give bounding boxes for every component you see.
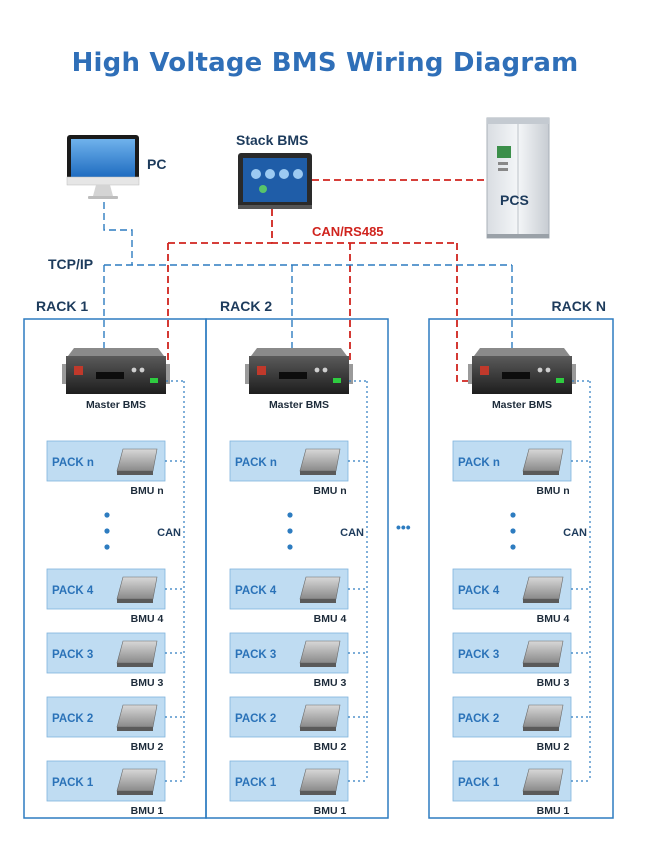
pack-label: PACK n bbox=[458, 457, 500, 469]
rack-1: RACK 1 Master BMS CAN PACK n BMU n PACK 4 BMU … bbox=[23, 298, 207, 819]
pack-module: PACK 2 BMU 2 bbox=[229, 696, 367, 753]
stack-bms-touchscreen-icon bbox=[238, 153, 312, 209]
rack-label: RACK 2 bbox=[220, 298, 272, 314]
bmu-device-icon bbox=[522, 640, 564, 667]
pack-module: PACK n BMU n bbox=[229, 440, 367, 497]
pack-label: PACK 4 bbox=[52, 585, 94, 597]
bmu-label: BMU 4 bbox=[131, 613, 164, 625]
pack-label: PACK n bbox=[52, 457, 94, 469]
pack-module: PACK n BMU n bbox=[452, 440, 590, 497]
pack-module: PACK 3 BMU 3 bbox=[46, 632, 184, 689]
pack-module: PACK 2 BMU 2 bbox=[46, 696, 184, 753]
more-packs-dot bbox=[104, 544, 110, 550]
more-packs-dot bbox=[510, 528, 516, 534]
pack-module: PACK 4 BMU 4 bbox=[452, 568, 590, 625]
bmu-label: BMU 3 bbox=[537, 677, 570, 689]
bmu-device-icon bbox=[299, 704, 341, 731]
bmu-device-icon bbox=[116, 704, 158, 731]
pack-label: PACK 2 bbox=[235, 713, 276, 725]
more-packs-dot bbox=[104, 528, 110, 534]
pack-label: PACK 2 bbox=[458, 713, 499, 725]
bmu-device-icon bbox=[116, 448, 158, 475]
can-label: CAN bbox=[157, 527, 181, 539]
more-racks-ellipsis: ••• bbox=[396, 519, 411, 535]
bmu-label: BMU 2 bbox=[131, 741, 164, 753]
can-rs485-label: CAN/RS485 bbox=[312, 224, 384, 239]
more-packs-dot bbox=[287, 544, 293, 550]
master-bms-label: Master BMS bbox=[86, 399, 146, 411]
bmu-label: BMU 3 bbox=[131, 677, 164, 689]
pack-module: PACK 3 BMU 3 bbox=[229, 632, 367, 689]
bmu-label: BMU 4 bbox=[314, 613, 347, 625]
more-packs-dot bbox=[510, 512, 516, 518]
pc-label: PC bbox=[147, 156, 166, 172]
bmu-label: BMU 2 bbox=[314, 741, 347, 753]
rack-3: RACK N Master BMS CAN PACK n BMU n PACK 4 BMU … bbox=[428, 298, 614, 819]
bmu-label: BMU 1 bbox=[131, 805, 164, 817]
bmu-label: BMU n bbox=[313, 485, 346, 497]
bmu-device-icon bbox=[299, 576, 341, 603]
pack-module: PACK 1 BMU 1 bbox=[229, 760, 367, 817]
can-label: CAN bbox=[563, 527, 587, 539]
bmu-label: BMU n bbox=[536, 485, 569, 497]
pack-label: PACK 1 bbox=[458, 777, 500, 789]
master-bms-unit-icon bbox=[245, 348, 353, 394]
rack-label: RACK 1 bbox=[36, 298, 88, 314]
bmu-device-icon bbox=[299, 640, 341, 667]
rack-label: RACK N bbox=[552, 298, 606, 314]
bmu-device-icon bbox=[116, 576, 158, 603]
pack-label: PACK 1 bbox=[52, 777, 94, 789]
pack-label: PACK 3 bbox=[52, 649, 93, 661]
pack-module: PACK 4 BMU 4 bbox=[229, 568, 367, 625]
pack-label: PACK n bbox=[235, 457, 277, 469]
bmu-device-icon bbox=[522, 576, 564, 603]
rack-border bbox=[428, 318, 614, 819]
bmu-label: BMU n bbox=[130, 485, 163, 497]
more-packs-dot bbox=[287, 512, 293, 518]
pcs-cabinet-icon bbox=[486, 117, 550, 239]
pack-label: PACK 3 bbox=[235, 649, 276, 661]
bmu-label: BMU 1 bbox=[537, 805, 570, 817]
pack-module: PACK 1 BMU 1 bbox=[46, 760, 184, 817]
pack-label: PACK 2 bbox=[52, 713, 93, 725]
bmu-label: BMU 4 bbox=[537, 613, 570, 625]
bmu-device-icon bbox=[522, 704, 564, 731]
pack-module: PACK 4 BMU 4 bbox=[46, 568, 184, 625]
bmu-label: BMU 2 bbox=[537, 741, 570, 753]
bmu-device-icon bbox=[116, 640, 158, 667]
bmu-device-icon bbox=[299, 448, 341, 475]
pack-module: PACK n BMU n bbox=[46, 440, 184, 497]
pack-label: PACK 4 bbox=[458, 585, 500, 597]
more-packs-dot bbox=[287, 528, 293, 534]
bmu-device-icon bbox=[116, 768, 158, 795]
more-packs-dot bbox=[104, 512, 110, 518]
tcp-ip-label: TCP/IP bbox=[48, 256, 93, 272]
master-bms-unit-icon bbox=[468, 348, 576, 394]
pack-label: PACK 3 bbox=[458, 649, 499, 661]
pack-module: PACK 1 BMU 1 bbox=[452, 760, 590, 817]
more-packs-dot bbox=[510, 544, 516, 550]
bmu-device-icon bbox=[522, 448, 564, 475]
bmu-device-icon bbox=[299, 768, 341, 795]
pack-label: PACK 1 bbox=[235, 777, 277, 789]
stack-bms-label: Stack BMS bbox=[236, 132, 308, 148]
pack-module: PACK 3 BMU 3 bbox=[452, 632, 590, 689]
pack-module: PACK 2 BMU 2 bbox=[452, 696, 590, 753]
master-bms-label: Master BMS bbox=[269, 399, 329, 411]
bmu-label: BMU 1 bbox=[314, 805, 347, 817]
diagram-title: High Voltage BMS Wiring Diagram bbox=[71, 48, 579, 78]
pack-label: PACK 4 bbox=[235, 585, 277, 597]
bmu-label: BMU 3 bbox=[314, 677, 347, 689]
pc-monitor-icon bbox=[66, 135, 140, 199]
rack-border bbox=[205, 318, 389, 819]
can-label: CAN bbox=[340, 527, 364, 539]
master-bms-label: Master BMS bbox=[492, 399, 552, 411]
tcp-ip-network bbox=[103, 202, 513, 348]
pcs-label: PCS bbox=[500, 192, 529, 208]
master-bms-unit-icon bbox=[62, 348, 170, 394]
bmu-device-icon bbox=[522, 768, 564, 795]
rack-2: RACK 2 Master BMS CAN PACK n BMU n PACK 4 BMU … bbox=[205, 298, 389, 819]
